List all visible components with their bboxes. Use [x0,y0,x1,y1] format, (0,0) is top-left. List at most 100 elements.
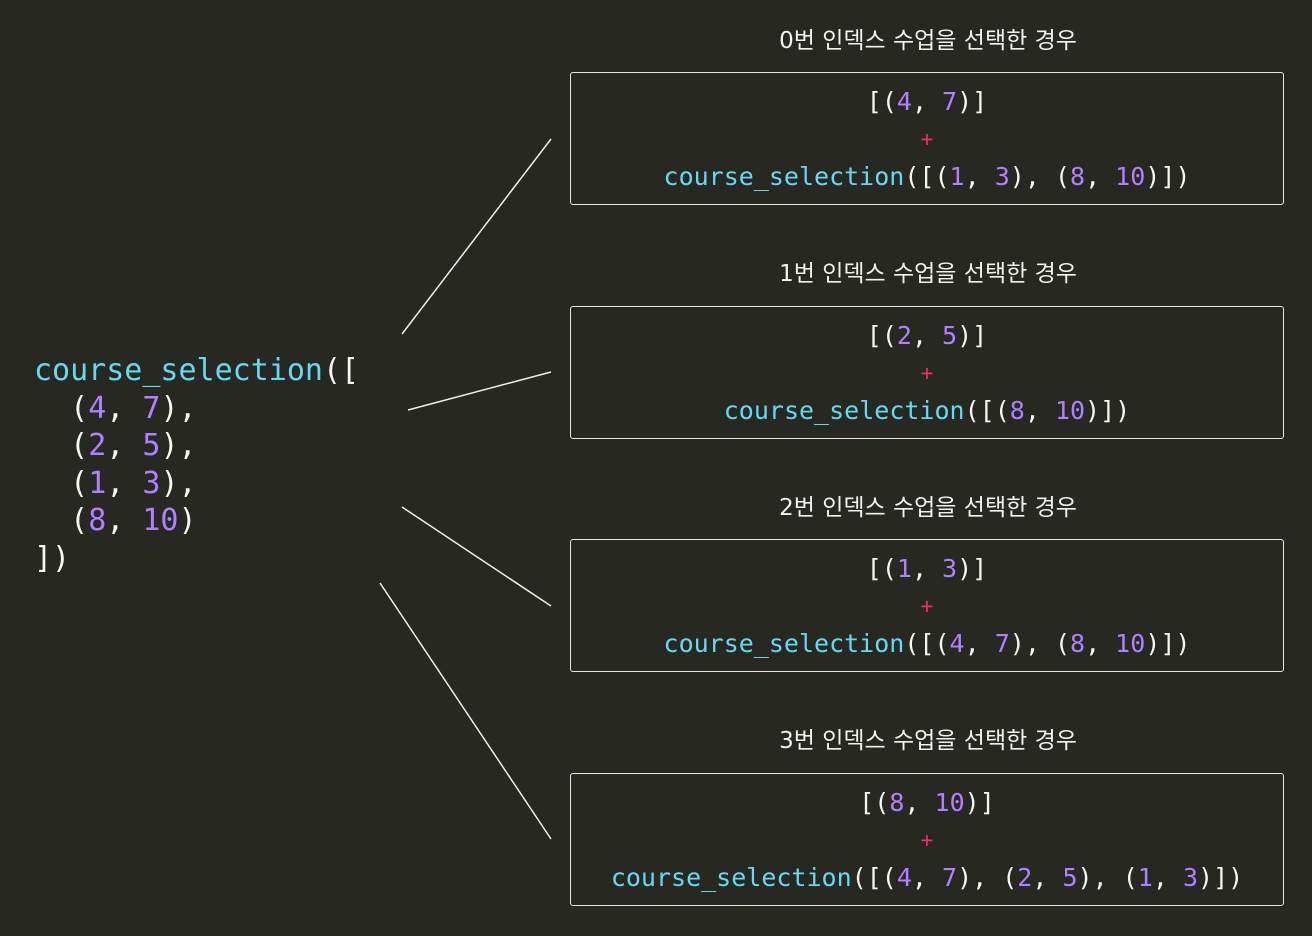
interval-end: 3 [994,162,1010,191]
paren: ) [160,390,179,426]
paren: ( [994,396,1010,425]
paren: ( [1122,863,1138,892]
interval-start: 8 [1009,396,1025,425]
paren: ( [881,321,897,350]
paren: ) [1175,162,1191,191]
paren: ( [70,428,89,463]
comma: , [1032,863,1063,892]
case-0-title: 0번 인덱스 수업을 선택한 경우 [779,28,1077,54]
bracket: [ [859,788,875,817]
interval-end: 7 [142,390,161,426]
interval-end: 7 [942,87,958,116]
paren: ) [957,87,973,116]
paren: ( [881,554,897,583]
case-2-plus-operator: + [920,594,934,618]
interval-end: 10 [1115,629,1146,658]
comma: , [964,162,995,191]
comma: , [1092,863,1123,892]
paren: ( [1054,629,1070,658]
case-3-box: [(8, 10)] + course_selection([(4, 7), (2… [570,773,1284,906]
comma: , [1085,629,1116,658]
paren: ) [964,788,980,817]
interval-start: 4 [88,390,107,426]
bracket: [ [866,87,882,116]
case-3-recursive-call: course_selection([(4, 7), (2, 5), (1, 3)… [571,863,1283,892]
paren: ( [881,87,897,116]
comma: , [1152,863,1183,892]
bracket: [ [866,554,882,583]
comma: , [911,554,943,583]
interval-start: 8 [889,788,905,817]
comma: , [1024,396,1055,425]
bracket: [ [919,629,935,658]
bracket: ]) [34,540,71,576]
interval-start: 8 [88,503,107,538]
recursive-function-name: course_selection [663,629,905,658]
connector-line-case-3 [379,582,552,840]
paren: ) [1115,396,1131,425]
paren: ) [957,321,973,350]
interval-start: 1 [88,465,107,501]
paren: ) [160,465,179,501]
paren: ( [934,629,950,658]
bracket: [ [866,321,882,350]
bracket: ] [972,87,988,116]
bracket: ] [1160,162,1176,191]
paren: ) [1175,629,1191,658]
paren: ( [851,863,867,892]
comma: , [964,629,995,658]
main-call-interval-line: (4, 7), [34,390,359,428]
comma: , [106,503,143,538]
main-call-interval-line: (2, 5), [34,427,359,465]
paren: ) [1145,162,1161,191]
bracket: ] [972,554,988,583]
main-call-header-line: course_selection([ [34,352,359,390]
case-1-selected-list: [(2, 5)] [571,321,1283,350]
case-1-box: [(2, 5)] + course_selection([(8, 10)]) [570,306,1284,439]
interval-end: 3 [142,465,161,501]
paren: ) [1228,863,1244,892]
bracket: ] [1213,863,1229,892]
paren: ( [70,503,89,538]
interval-start: 2 [896,321,912,350]
paren: ( [70,465,89,501]
main-function-name: course_selection [34,353,323,388]
paren: ) [1009,162,1025,191]
interval-start: 8 [1070,162,1086,191]
interval-start: 1 [896,554,912,583]
main-call-interval-line: (8, 10) [34,502,359,540]
connector-line-case-2 [401,506,552,607]
interval-start: 4 [896,87,912,116]
interval-end: 3 [942,554,958,583]
case-0-selected-list: [(4, 7)] [571,87,1283,116]
bracket: ] [1160,629,1176,658]
case-0-recursive-call: course_selection([(1, 3), (8, 10)]) [571,162,1283,191]
paren: ) [1085,396,1101,425]
comma: , [904,788,935,817]
comma: , [106,428,143,463]
connector-line-case-1 [407,371,552,411]
recursive-function-name: course_selection [723,396,965,425]
paren: ( [934,162,950,191]
case-0-box: [(4, 7)] + course_selection([(1, 3), (8,… [570,72,1284,205]
comma: , [1024,162,1055,191]
paren: ( [874,788,890,817]
interval-end: 7 [994,629,1010,658]
comma: , [972,863,1003,892]
recursive-function-name: course_selection [663,162,905,191]
comma: , [911,321,943,350]
interval-end: 10 [934,788,965,817]
bracket: [ [979,396,995,425]
comma: , [106,390,143,426]
main-call-closing-line: ]) [34,540,359,578]
interval-start: 1 [949,162,965,191]
interval-end: 7 [942,863,958,892]
bracket: ([ [322,353,360,388]
interval-start: 4 [896,863,912,892]
paren: ) [1198,863,1214,892]
interval-end: 10 [1115,162,1146,191]
main-function-call: course_selection([ (4, 7), (2, 5), (1, 3… [34,352,359,577]
comma: , [106,465,143,501]
interval-start: 4 [949,629,965,658]
